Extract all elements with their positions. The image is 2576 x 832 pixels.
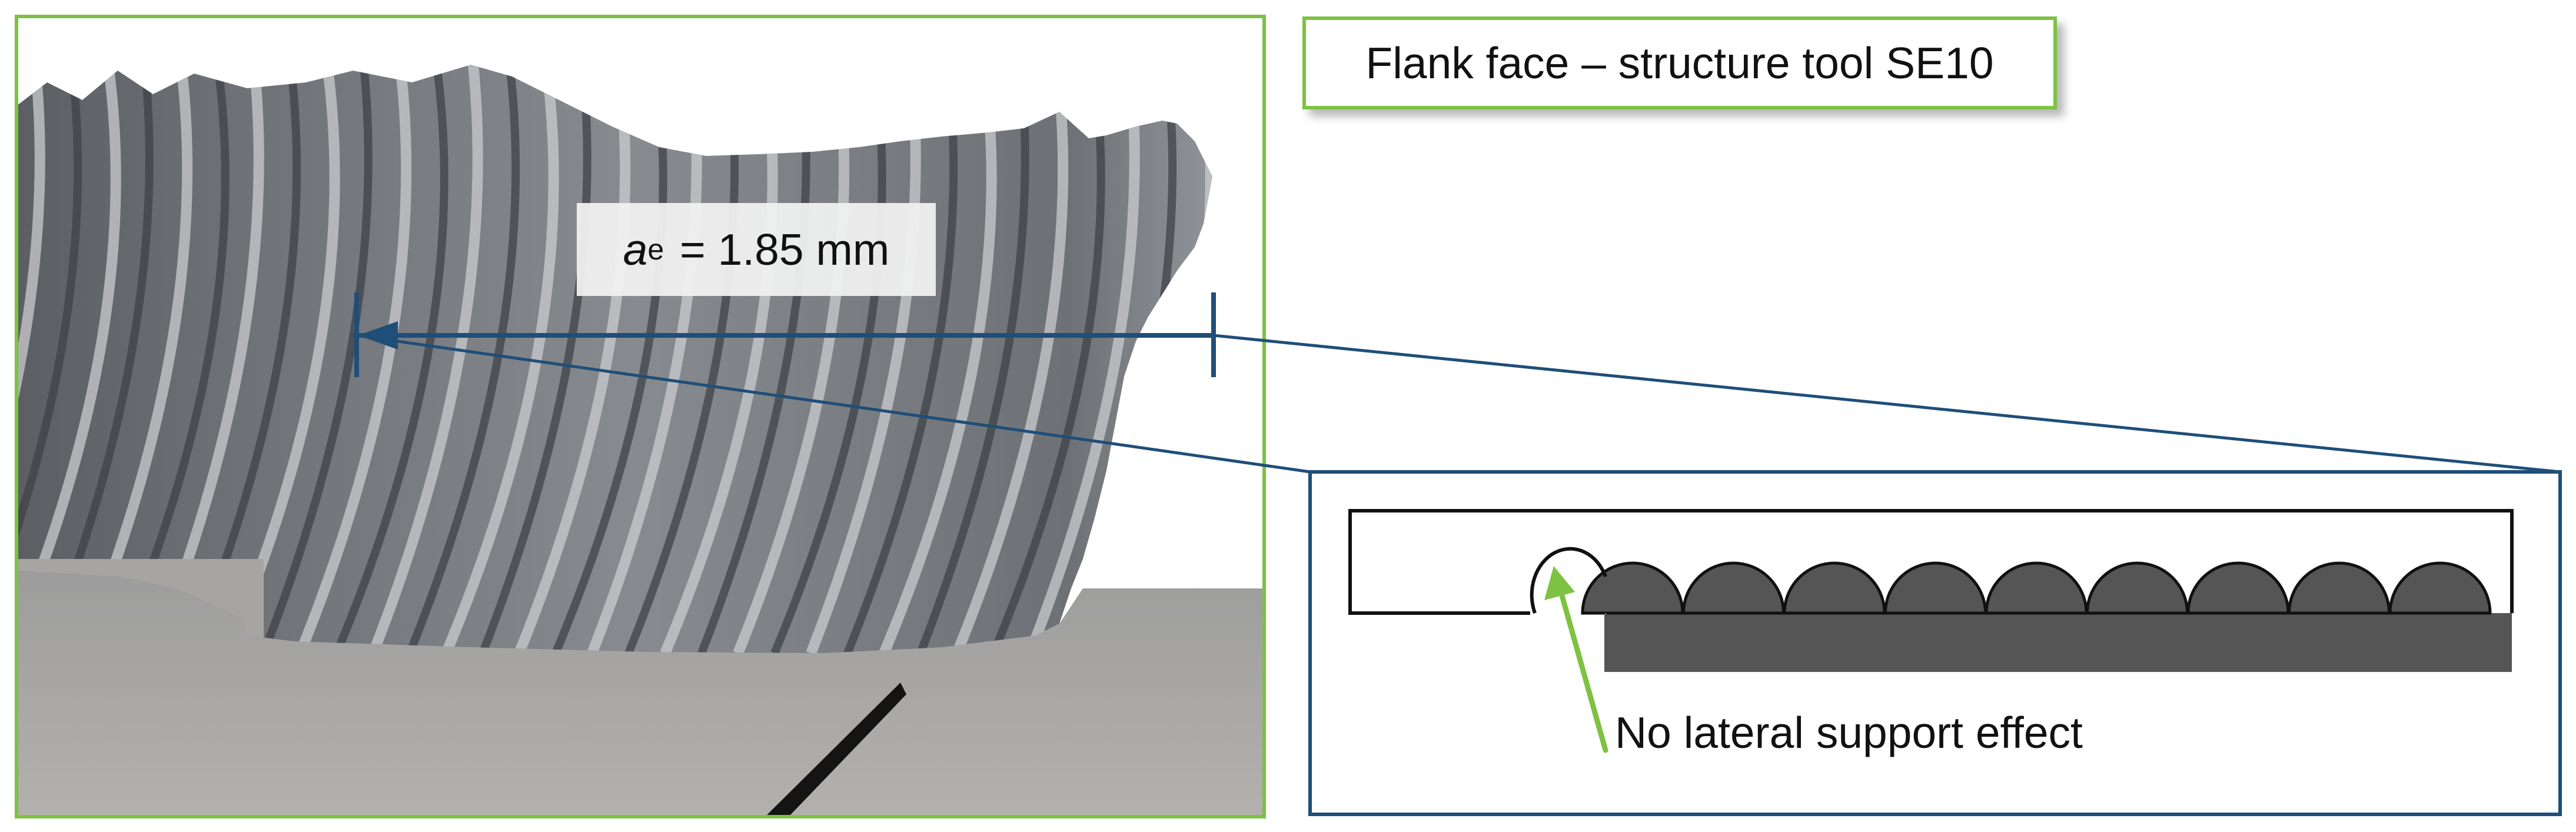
profile-scallop [2388, 561, 2492, 615]
machined-ridge [333, 65, 448, 653]
profile-scallop [1681, 561, 1786, 615]
machined-ridge [16, 65, 45, 653]
machined-ridge [916, 65, 1029, 653]
profile-scallop [1985, 561, 2088, 615]
profile-scallop [1581, 561, 1684, 615]
machined-ridge [16, 65, 82, 653]
profile-scallop [2186, 561, 2290, 615]
machined-ridge [514, 65, 631, 653]
profile-base [1606, 613, 2512, 672]
machined-ridge [478, 65, 591, 653]
machined-ridge [405, 65, 520, 653]
profile-scallop [1783, 561, 1886, 615]
machined-ridge [879, 65, 997, 653]
unsupported-scallop [1530, 547, 1607, 614]
machined-ridge [843, 65, 958, 653]
machined-ridge [441, 65, 559, 653]
photo-frame [15, 15, 1266, 818]
zoom-connector-lines [356, 334, 2561, 474]
dimension-arrowhead [358, 321, 398, 350]
machined-ridge [806, 65, 921, 653]
tool-outline [1348, 509, 2514, 615]
profile-scallop [2287, 561, 2391, 615]
dimension-line [353, 292, 1216, 377]
machined-ridge [1025, 65, 1140, 653]
structure-profile [1530, 547, 2512, 672]
profile-scallop [2085, 561, 2189, 615]
machined-ridge [260, 65, 373, 653]
machined-ridge [368, 65, 483, 653]
annotation-arrowhead [1544, 566, 1575, 600]
profile-scallop [1883, 561, 1987, 615]
flank-face-photo [16, 16, 1264, 817]
machined-ridge [989, 65, 1105, 653]
machined-ridge [952, 65, 1069, 653]
annotation-arrow [1558, 588, 1608, 753]
